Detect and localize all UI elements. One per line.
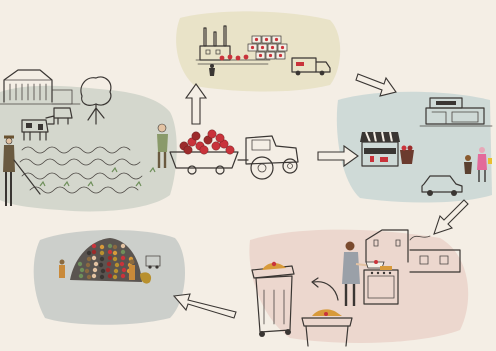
heap-debris xyxy=(106,268,110,272)
heap-debris xyxy=(115,263,119,267)
heap-debris xyxy=(87,275,91,279)
heap-debris xyxy=(80,268,84,272)
harvest-scene xyxy=(157,124,298,179)
background-washes xyxy=(0,11,492,343)
heap-debris xyxy=(121,274,125,278)
arrow-retail-to-household xyxy=(434,200,468,234)
crate-produce xyxy=(275,38,278,41)
crate-produce xyxy=(255,38,258,41)
heap-debris xyxy=(94,262,98,266)
crate-produce xyxy=(259,54,262,57)
arrow-bin-to-landfill xyxy=(174,294,236,318)
heap-debris xyxy=(87,251,91,255)
heap-debris xyxy=(100,245,104,249)
produce-item xyxy=(226,146,234,154)
conveyor-item xyxy=(228,55,233,60)
household-wash xyxy=(249,230,468,343)
crate-produce xyxy=(281,46,284,49)
produce-item xyxy=(212,142,220,150)
heap-debris xyxy=(108,244,112,248)
tractor-icon xyxy=(246,136,298,179)
heap-debris xyxy=(87,257,91,261)
conveyor-item xyxy=(236,56,241,61)
produce-item xyxy=(216,134,224,142)
red-produce-pile xyxy=(180,130,234,154)
heap-debris xyxy=(121,250,125,254)
farm-wash xyxy=(0,86,177,212)
heap-debris xyxy=(108,256,112,260)
heap-debris xyxy=(107,262,111,266)
heap-debris xyxy=(100,275,104,279)
heap-debris xyxy=(113,257,117,261)
heap-debris xyxy=(99,263,103,267)
heap-debris xyxy=(114,269,118,273)
heap-debris xyxy=(78,262,82,266)
produce-item xyxy=(208,130,216,138)
factory-wash xyxy=(176,11,340,91)
heap-debris xyxy=(86,263,90,267)
crate-produce xyxy=(279,54,282,57)
heap-debris xyxy=(120,262,124,266)
heap-debris xyxy=(122,268,126,272)
heap-debris xyxy=(113,275,117,279)
arrow-factory-to-retail xyxy=(356,74,396,96)
heap-debris xyxy=(108,250,112,254)
heap-debris xyxy=(113,251,117,255)
heap-debris xyxy=(113,245,117,249)
heap-debris xyxy=(101,269,105,273)
conveyor-item xyxy=(220,56,225,61)
heap-debris xyxy=(92,274,96,278)
heap-debris xyxy=(121,244,125,248)
heap-debris xyxy=(100,251,104,255)
heap-debris xyxy=(100,257,104,261)
heap-debris xyxy=(121,256,125,260)
arrow-harvest-to-factory xyxy=(186,84,206,124)
crate-produce xyxy=(261,46,264,49)
crate-produce xyxy=(251,46,254,49)
conveyor-item xyxy=(244,55,249,60)
heap-debris xyxy=(92,244,96,248)
produce-item xyxy=(200,146,208,154)
heap-debris xyxy=(79,274,83,278)
crate-produce xyxy=(269,54,272,57)
heap-debris xyxy=(108,274,112,278)
produce-trailer xyxy=(170,152,248,174)
crate-produce xyxy=(271,46,274,49)
crate-produce xyxy=(265,38,268,41)
heap-debris xyxy=(92,250,96,254)
heap-debris xyxy=(93,268,97,272)
heap-debris xyxy=(85,269,89,273)
produce-item xyxy=(192,132,200,140)
produce-item xyxy=(184,146,192,154)
heap-debris xyxy=(92,256,96,260)
